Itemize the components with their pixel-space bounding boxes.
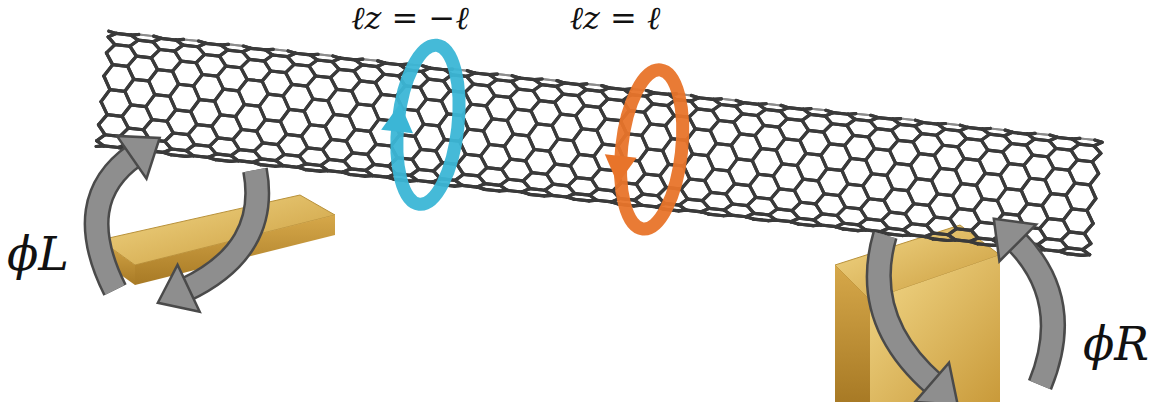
bond-line xyxy=(101,89,110,103)
bond-line xyxy=(228,44,243,46)
bond-line xyxy=(123,91,132,105)
bond-line xyxy=(1080,138,1095,140)
bond-line xyxy=(122,104,131,117)
bond-line xyxy=(136,56,151,58)
bond-line xyxy=(143,119,152,131)
bond-line xyxy=(811,109,826,111)
bond-line xyxy=(138,40,153,42)
bond-line xyxy=(152,120,167,122)
bond-line xyxy=(145,107,154,120)
bond-line xyxy=(125,78,134,92)
bond-line xyxy=(128,128,143,130)
bond-line xyxy=(146,94,155,108)
bond-line xyxy=(1035,133,1050,135)
bond-line xyxy=(497,74,512,76)
bond-line xyxy=(102,76,111,90)
bond-line xyxy=(121,116,130,128)
bond-line xyxy=(542,79,557,81)
bond-line xyxy=(721,99,736,101)
bond-line xyxy=(104,146,119,148)
bond-line xyxy=(134,79,149,81)
bond-line xyxy=(113,65,128,67)
bond-line xyxy=(945,124,960,126)
bond-line xyxy=(856,114,871,116)
bond-line xyxy=(104,64,113,77)
bond-line xyxy=(100,102,109,115)
bond-line xyxy=(107,115,122,117)
bond-line xyxy=(128,55,137,67)
bond-line xyxy=(110,90,125,92)
bond-line xyxy=(184,39,199,41)
bond-line xyxy=(139,34,154,36)
bond-line xyxy=(131,105,146,107)
bond-line xyxy=(901,119,916,121)
bond-line xyxy=(363,59,378,61)
bond-line xyxy=(766,104,781,106)
bond-line xyxy=(116,33,131,35)
bond-line xyxy=(115,45,130,47)
bond-line xyxy=(99,114,108,126)
bond-line xyxy=(990,128,1005,130)
bond-line xyxy=(318,54,333,56)
bond-line xyxy=(126,66,135,79)
bond-line xyxy=(105,53,114,65)
bond-line xyxy=(587,84,602,86)
bond-line xyxy=(273,49,288,51)
bond-line xyxy=(131,34,139,36)
